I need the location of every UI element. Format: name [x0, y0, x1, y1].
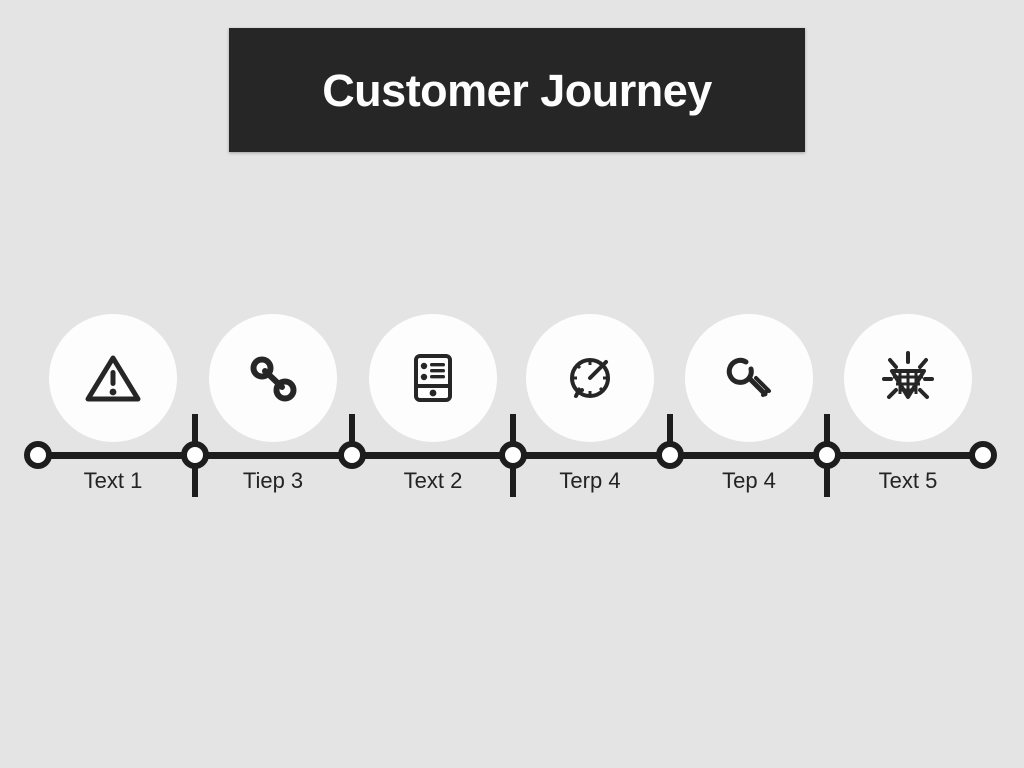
timeline-tick-down-3: [510, 455, 516, 497]
step-label-1: Text 1: [83, 468, 143, 493]
timeline-tick-up-3: [510, 414, 516, 456]
title-banner: Customer Journey: [229, 28, 805, 152]
timeline-tick-up-4: [667, 414, 673, 456]
step-label-3: Text 2: [403, 468, 463, 493]
link-connection-icon: [250, 356, 297, 402]
shining-diamond-icon: [882, 351, 934, 399]
step-bubble-2[interactable]: [209, 314, 337, 442]
step-label-4: Terp 4: [559, 468, 621, 493]
timeline-tick-down-5: [824, 455, 830, 497]
step-bubble-1[interactable]: [49, 314, 177, 442]
page-title: Customer Journey: [322, 64, 712, 116]
warning-triangle-icon: [85, 355, 141, 402]
device-list-icon: [414, 354, 452, 402]
compass-gauge-icon: [570, 358, 610, 398]
timeline-node-1[interactable]: [181, 441, 209, 469]
step-label-5: Tep 4: [722, 468, 776, 493]
timeline-tick-up-1: [192, 414, 198, 456]
step-bubble-6[interactable]: [844, 314, 972, 442]
timeline-node-5[interactable]: [813, 441, 841, 469]
timeline-tick-down-1: [192, 455, 198, 497]
step-label-6: Text 5: [878, 468, 938, 493]
timeline-tick-up-5: [824, 414, 830, 456]
timeline-node-2[interactable]: [338, 441, 366, 469]
timeline-node-4[interactable]: [656, 441, 684, 469]
step-bubble-3[interactable]: [369, 314, 497, 442]
step-bubble-4[interactable]: [526, 314, 654, 442]
step-label-2: Tiep 3: [242, 468, 304, 493]
step-bubble-5[interactable]: [685, 314, 813, 442]
timeline-tick-up-2: [349, 414, 355, 456]
wrench-key-icon: [726, 357, 771, 397]
timeline-node-6[interactable]: [969, 441, 997, 469]
timeline-node-0[interactable]: [24, 441, 52, 469]
timeline-node-3[interactable]: [499, 441, 527, 469]
